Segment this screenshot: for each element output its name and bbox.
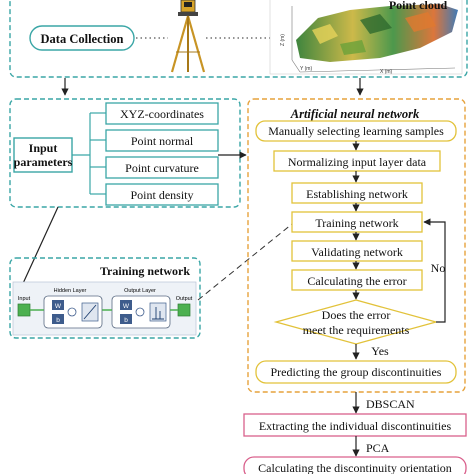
- dashed-link-training: [197, 223, 293, 301]
- param-box-2: [105, 129, 219, 152]
- orientation-label: Calculating the discontinuity orientatio…: [258, 461, 452, 474]
- data-collection-label: Data Collection: [41, 32, 124, 46]
- ann-step-6-label: Calculating the error: [307, 274, 406, 288]
- output-sum-node: [135, 307, 145, 317]
- ann-yes-label: Yes: [371, 344, 389, 358]
- ann-step-5-box: [291, 240, 423, 262]
- output-node: [177, 303, 191, 317]
- schematic-input-label: Input: [18, 296, 31, 302]
- param-box-3: [105, 156, 219, 179]
- total-station-icon: [170, 0, 206, 73]
- schematic-output-label: Output: [176, 296, 193, 302]
- output-b-label: b: [124, 317, 128, 324]
- orientation-box: [243, 456, 467, 474]
- hidden-b-label: b: [56, 317, 60, 324]
- axis-y-label: Y (m): [300, 66, 312, 72]
- ann-section: Artificial neural network Manually selec…: [247, 98, 466, 393]
- training-dashed-frame: [9, 257, 201, 339]
- point-cloud-title: Point cloud: [389, 0, 448, 12]
- ann-step-2-label: Normalizing input layer data: [288, 155, 427, 169]
- ann-decision-line1: Does the error: [322, 308, 391, 322]
- ann-step-2-box: [273, 150, 441, 172]
- ann-step-4-box: [291, 211, 423, 233]
- ann-step-4-label: Training network: [315, 216, 398, 230]
- ann-step-5-label: Validating network: [311, 245, 403, 259]
- param-label-1: XYZ-coordinates: [120, 107, 204, 121]
- input-params-title-line2: parameters: [14, 155, 73, 169]
- ann-no-label: No: [431, 261, 446, 275]
- param-label-3: Point curvature: [125, 161, 199, 175]
- point-cloud-plot: Point cloud Z (m) Y (m) X (m): [269, 0, 463, 75]
- axis-z-label: Z (m): [280, 34, 286, 46]
- extract-box: [243, 413, 467, 437]
- hidden-sum-node: [67, 307, 77, 317]
- param-box-1: [105, 102, 219, 125]
- input-params-title-box: [13, 137, 73, 173]
- top-section: Data Collection Point cloud Z (m): [9, 0, 468, 78]
- input-node: [17, 303, 31, 317]
- ann-decision-line2: meet the requirements: [303, 323, 410, 337]
- param-label-4: Point density: [130, 188, 193, 202]
- training-network-panel: Training network Input Hidden Layer W b …: [9, 257, 201, 339]
- output-w-label: W: [123, 303, 130, 310]
- ann-step-6-box: [291, 269, 423, 291]
- output-w-box: [120, 300, 132, 310]
- ann-step-1-label: Manually selecting learning samples: [268, 124, 444, 138]
- axis-x-label: X (m): [380, 69, 393, 75]
- input-params-title-line1: Input: [29, 141, 58, 155]
- ann-final-box: [255, 360, 457, 384]
- ann-no-loop: [423, 218, 446, 323]
- param-box-4: [105, 183, 219, 206]
- ann-title: Artificial neural network: [290, 107, 420, 121]
- training-panel-title: Training network: [100, 264, 190, 278]
- ann-final-label: Predicting the group discontinuities: [271, 365, 442, 379]
- output-layer-label: Output Layer: [124, 288, 156, 294]
- hidden-transfer-curve: [83, 304, 97, 320]
- ann-step-3-box: [291, 182, 423, 204]
- ann-step-3-label: Establishing network: [306, 187, 408, 201]
- dbscan-label: DBSCAN: [366, 397, 415, 411]
- pca-label: PCA: [366, 441, 390, 455]
- hidden-w-box: [52, 300, 64, 310]
- hidden-b-box: [52, 314, 64, 324]
- top-dashed-frame: [9, 0, 468, 78]
- extract-label: Extracting the individual discontinuitie…: [259, 419, 452, 433]
- output-b-box: [120, 314, 132, 324]
- arrow-input-to-training: [19, 206, 59, 291]
- hidden-w-label: W: [55, 303, 62, 310]
- param-label-2: Point normal: [131, 134, 194, 148]
- hidden-layer-label: Hidden Layer: [54, 288, 87, 294]
- ann-decision-diamond: [273, 299, 439, 345]
- input-parameters-section: Input parameters XYZ-coordinates Point n…: [9, 98, 241, 208]
- bottom-section: DBSCAN Extracting the individual discont…: [243, 392, 467, 474]
- output-transfer-curve: [152, 307, 164, 320]
- data-collection-box: [29, 25, 135, 51]
- output-transfer-box: [149, 302, 167, 322]
- ann-dashed-frame: [247, 98, 466, 393]
